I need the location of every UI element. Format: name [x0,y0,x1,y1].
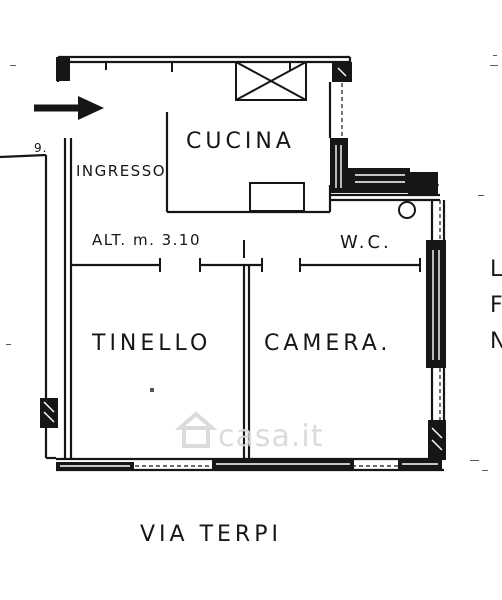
edge-letter-2: F [490,293,502,318]
door-ticks [159,240,421,272]
room-label-bathroom: W.C. [340,232,392,253]
toilet-icon [398,201,416,219]
ceiling-height-label: ALT. m. 3.10 [92,231,201,249]
kitchen-appliances [235,61,307,212]
room-label-entrance: INGRESSO [76,162,166,180]
scan-specks [6,55,498,471]
room-label-dining: TINELLO [91,331,211,356]
house-icon [174,411,218,448]
kitchen-counter [249,182,305,212]
street-label: VIA TERPI [140,522,282,547]
watermark: casa.it [174,411,324,454]
top-wall-ticks [105,62,291,72]
arrow-right-icon [34,96,104,120]
edge-letter-1: L [490,257,502,282]
hatch-texture [43,67,443,467]
stove-hood [235,61,307,101]
edge-letter-3: N [490,329,502,354]
watermark-text: casa.it [218,419,324,454]
outer-walls [0,55,446,472]
unit-number: 9. [34,141,47,155]
room-label-kitchen: CUCINA [186,129,295,154]
room-label-bedroom: CAMERA. [264,331,391,356]
